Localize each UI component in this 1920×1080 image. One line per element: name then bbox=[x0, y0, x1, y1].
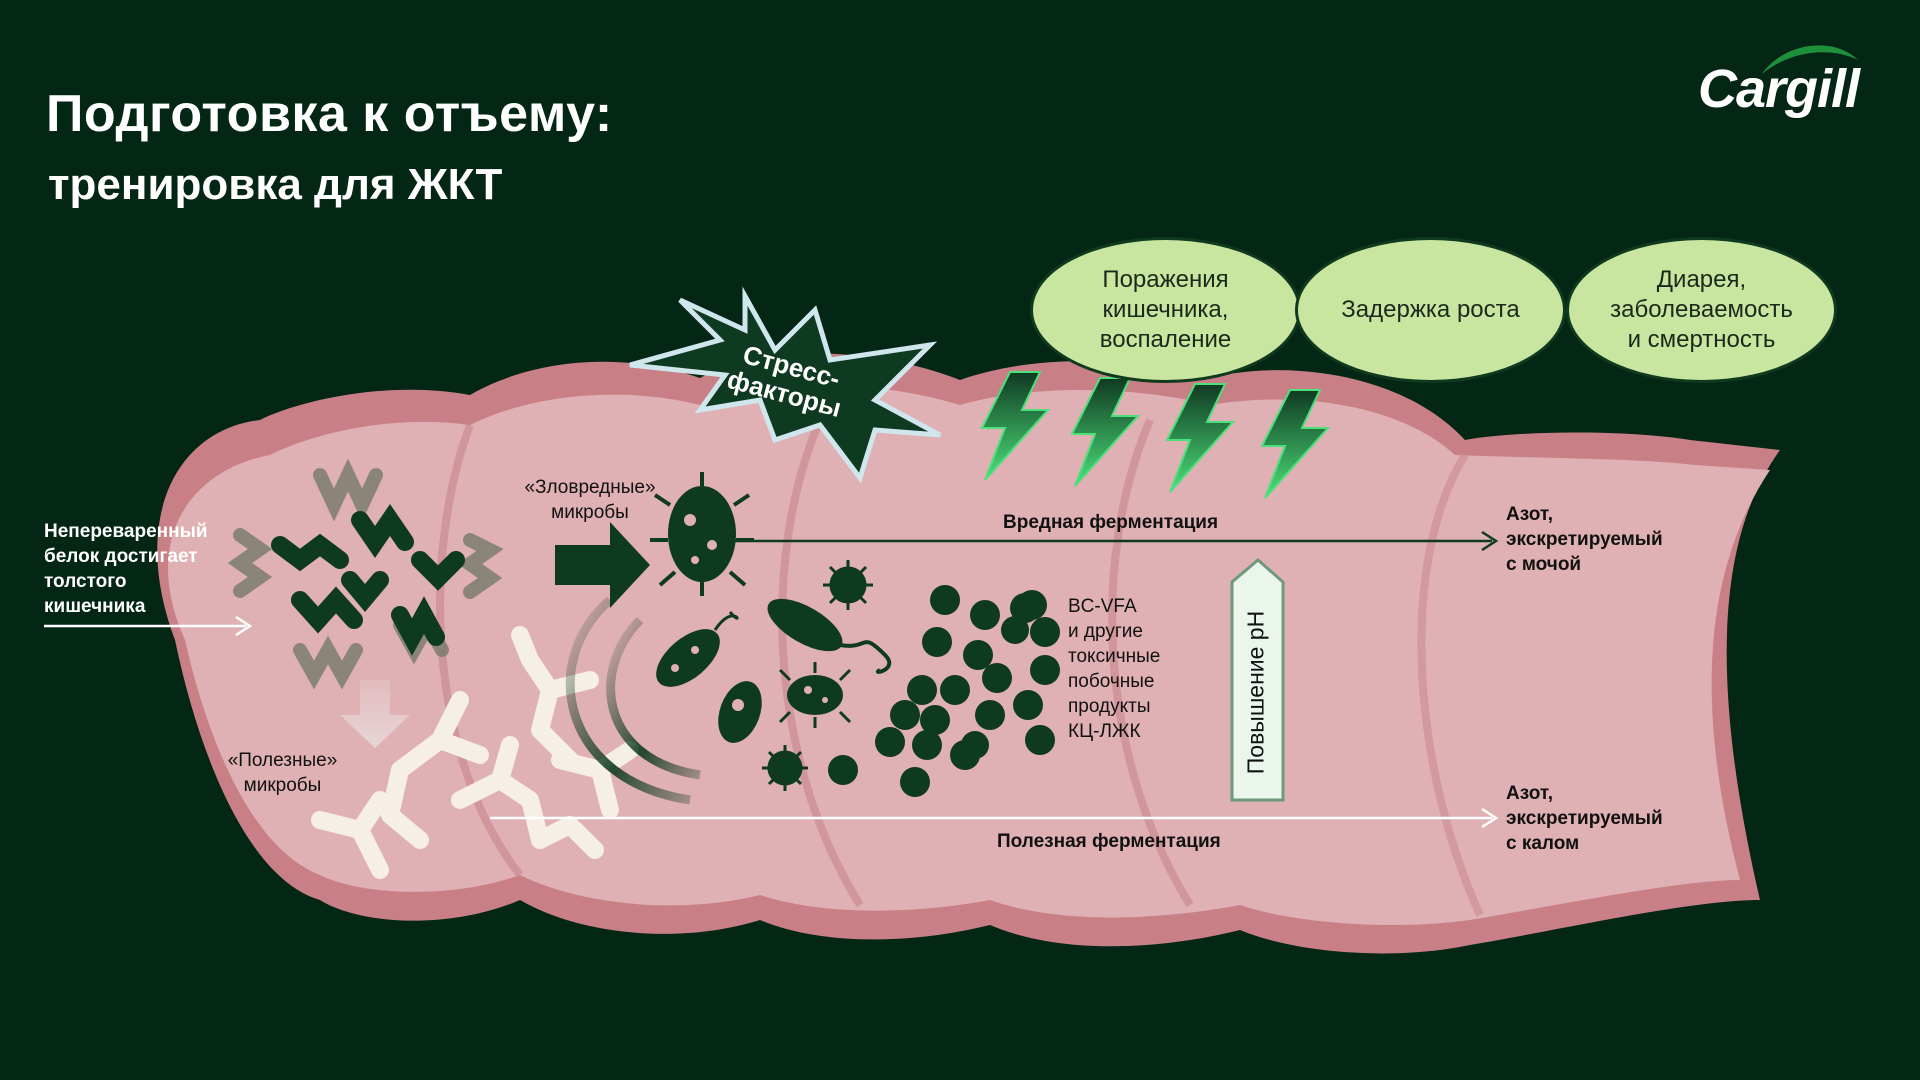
outcome-diarrhea: Диарея, заболеваемость и смертность bbox=[1566, 237, 1837, 383]
logo-text: Cargill bbox=[1698, 59, 1860, 119]
undigested-protein-label: Непереваренный белок достигает толстого … bbox=[44, 521, 208, 617]
bacteria-icon bbox=[718, 681, 762, 743]
lightning-icon bbox=[980, 371, 1331, 499]
page-subtitle: тренировка для ЖКТ bbox=[48, 160, 503, 209]
bacteria-icon bbox=[767, 598, 892, 674]
arrow-down-icon bbox=[340, 680, 410, 748]
beneficial-microbes-label: «Полезные» микробы bbox=[227, 750, 338, 796]
ph-increase-label: Повышение pH bbox=[1242, 610, 1269, 775]
protein-input-arrow bbox=[44, 615, 253, 637]
ph-arrow-icon bbox=[1230, 558, 1285, 802]
page-title: Подготовка к отъему: bbox=[46, 85, 613, 143]
outcome-intestinal-lesions: Поражения кишечника, воспаление bbox=[1030, 237, 1301, 383]
logo-swoosh-icon bbox=[1762, 45, 1858, 74]
bacteria-icon bbox=[656, 611, 739, 687]
virus-icon bbox=[762, 745, 808, 791]
cargill-logo: Cargill bbox=[1694, 38, 1874, 128]
harmful-fermentation-label: Вредная ферментация bbox=[1003, 512, 1219, 533]
beneficial-fermentation-arrow bbox=[490, 807, 1499, 829]
protein-coil-icon bbox=[227, 458, 504, 690]
microbe-arc-icon bbox=[565, 596, 701, 805]
virus-icon bbox=[823, 560, 873, 610]
bacteria-icon bbox=[778, 662, 852, 728]
toxic-products-dots bbox=[828, 585, 1060, 797]
nitrogen-urine-label: Азот, экскретируемый с мочой bbox=[1506, 504, 1663, 575]
bacteria-icon bbox=[650, 472, 754, 596]
beneficial-fermentation-label: Полезная ферментация bbox=[997, 831, 1221, 852]
outcome-growth-delay: Задержка роста bbox=[1295, 237, 1566, 383]
nitrogen-feces-label: Азот, экскретируемый с калом bbox=[1506, 783, 1663, 854]
stress-burst-icon bbox=[629, 286, 942, 484]
beneficial-microbes-icon bbox=[311, 626, 639, 879]
arrow-right-icon bbox=[555, 522, 650, 608]
harmful-microbes-label: «Зловредные» микробы bbox=[524, 477, 656, 523]
harmful-fermentation-arrow bbox=[735, 530, 1499, 552]
toxic-products-label: BC-VFA и другие токсичные побочные проду… bbox=[1068, 596, 1161, 742]
